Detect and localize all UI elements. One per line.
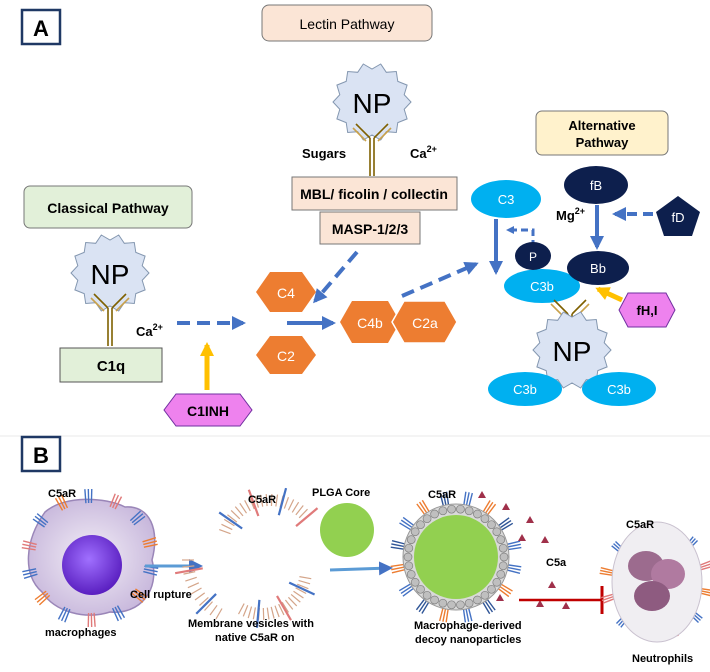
decoy-nanoparticle [390, 491, 522, 623]
coating-arrow [329, 561, 393, 576]
fhi-label: fH,I [637, 303, 658, 318]
panel-b: B C5aR macrophages Cell rupture C5aR Mem… [20, 435, 710, 665]
neutrophils-label: Neutrophils [632, 653, 693, 665]
lectin-arrow [313, 250, 359, 304]
c3b-label-right: C3b [607, 382, 631, 397]
panel-a-label-box [20, 8, 62, 46]
masp-box [319, 211, 421, 245]
c5ar-label-2: C5aR [248, 494, 276, 506]
c5ar-label-4: C5aR [626, 519, 654, 531]
np-lectin [332, 63, 412, 141]
fhi-hexagon [618, 292, 676, 328]
c1q-label: C1q [97, 358, 125, 375]
alternative-pathway-box [535, 110, 669, 156]
c1inh-label: C1INH [187, 403, 229, 419]
fhi-inhibit-arrow [595, 286, 624, 303]
fb-ellipse [564, 166, 628, 204]
c5a-molecules [478, 491, 570, 609]
bb-ellipse [567, 251, 629, 285]
antibody-classical [90, 293, 130, 346]
decoy-label-2: decoy nanoparticles [415, 634, 521, 646]
c5a-label: C5a [546, 557, 567, 569]
classical-pathway-box [23, 185, 193, 229]
fd-label: fD [672, 210, 685, 225]
mbl-box [291, 176, 458, 211]
properdin-arrow [506, 226, 535, 247]
alternative-pathway-title-1: Alternative [568, 118, 635, 133]
classical-pathway-title: Classical Pathway [47, 200, 169, 216]
c1inh-hexagon [163, 393, 253, 427]
antibody-lectin [352, 123, 392, 176]
mg-label: Mg2+ [556, 206, 585, 223]
macrophage-receptors [21, 489, 159, 627]
lectin-pathway-box [261, 4, 433, 42]
decoy-label-1: Macrophage-derived [414, 620, 522, 632]
c2a-hexagon [391, 300, 458, 344]
c3-label: C3 [498, 192, 515, 207]
cell-rupture-label: Cell rupture [130, 589, 192, 601]
c1q-box [59, 347, 163, 383]
masp-label: MASP-1/2/3 [332, 221, 408, 237]
c4-label: C4 [277, 285, 295, 301]
alternative-pathway-title-2: Pathway [576, 135, 630, 150]
c2-hexagon [256, 336, 316, 374]
np-lectin-label: NP [353, 88, 392, 119]
mbl-label: MBL/ ficolin / collectin [300, 186, 448, 202]
bb-label: Bb [590, 261, 606, 276]
ca-lectin-label: Ca2+ [410, 144, 437, 161]
panel-a-label: A [33, 16, 49, 41]
c3-ellipse [471, 180, 541, 218]
properdin-ellipse [515, 242, 551, 270]
c4-hexagon [256, 272, 316, 312]
ca-classical-label: Ca2+ [136, 322, 163, 339]
macrophage-cell [21, 489, 159, 627]
vesicles-label-1: Membrane vesicles with [188, 618, 314, 630]
c3-convertase-arrow [401, 261, 479, 298]
plga-label: PLGA Core [312, 487, 370, 499]
panel-b-label: B [33, 443, 49, 468]
c3b-ellipse-right [582, 372, 656, 406]
neutrophil-lobe-3 [634, 581, 670, 611]
np-alternative-label: NP [553, 336, 592, 367]
vesicles-label-2: native C5aR on [215, 632, 295, 644]
c3b-label-top: C3b [530, 279, 554, 294]
c2a-label: C2a [412, 315, 438, 331]
panel-a: A Lectin Pathway NP Sugars Ca2+ MBL/ fic… [20, 4, 700, 427]
np-classical-label: NP [91, 259, 130, 290]
decoy-core [414, 515, 498, 599]
fd-pentagon [656, 196, 700, 236]
macrophage-nucleus [62, 535, 122, 595]
plga-core [320, 503, 374, 557]
neutrophil-cell [599, 521, 710, 643]
c4b-label: C4b [357, 315, 383, 331]
fb-label: fB [590, 178, 602, 193]
membrane-vesicles [174, 487, 319, 628]
macrophages-label: macrophages [45, 627, 117, 639]
c3b-ellipse-top [504, 269, 580, 303]
sugars-label: Sugars [302, 146, 346, 161]
c2-label: C2 [277, 348, 295, 364]
neutrophil-lobe-2 [651, 559, 685, 589]
c3b-label-left: C3b [513, 382, 537, 397]
c5ar-label-1: C5aR [48, 488, 76, 500]
np-classical [70, 234, 150, 312]
lectin-pathway-title: Lectin Pathway [300, 16, 395, 32]
c5ar-label-3: C5aR [428, 489, 456, 501]
c3b-ellipse-left [488, 372, 562, 406]
panel-b-label-box [20, 435, 62, 473]
c4b-hexagon [340, 301, 400, 343]
properdin-label: P [529, 250, 537, 264]
